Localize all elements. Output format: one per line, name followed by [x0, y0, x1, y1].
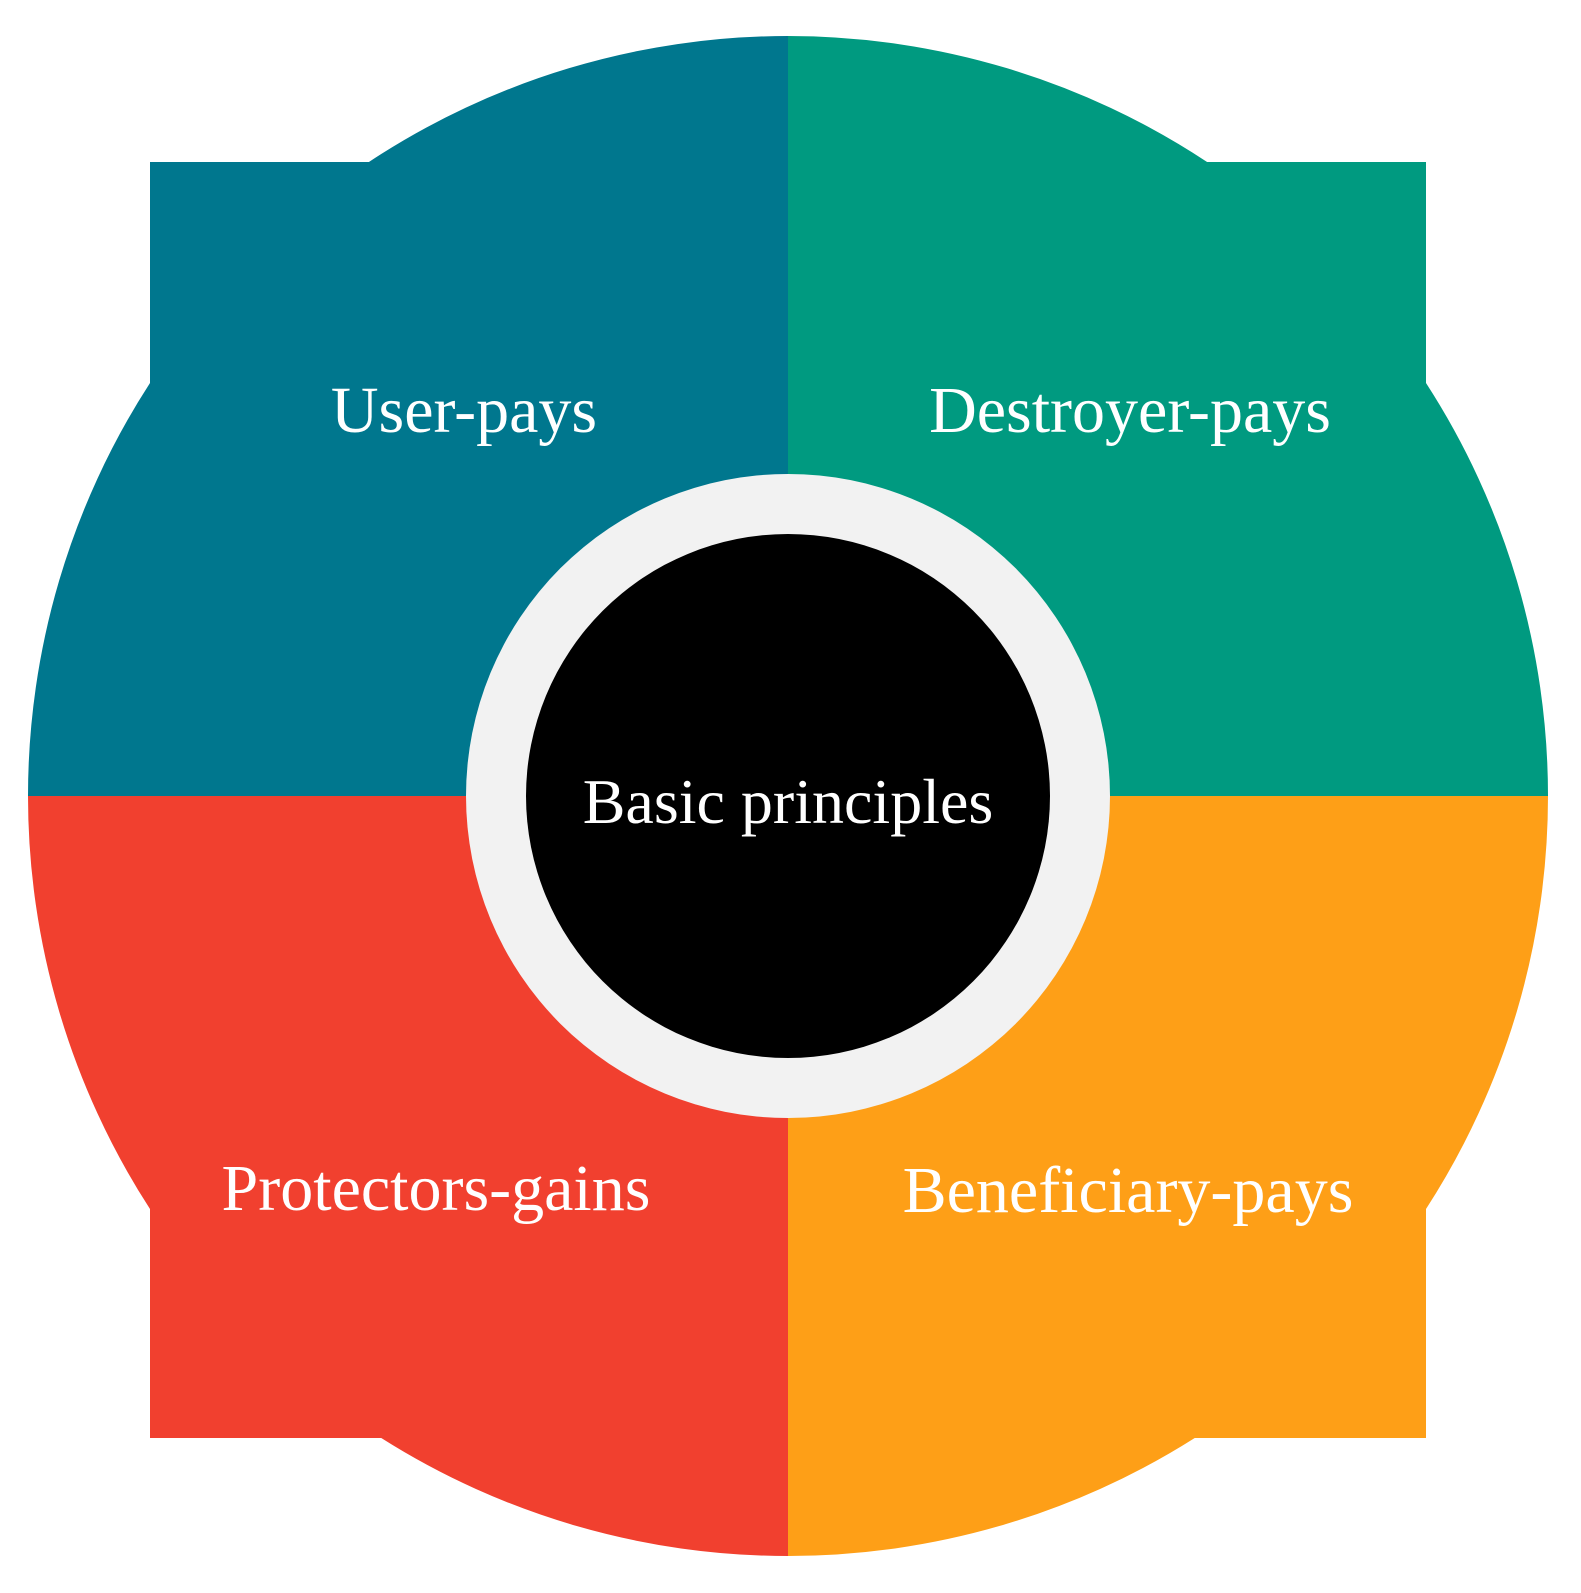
- center-label: Basic principles: [583, 766, 994, 837]
- label-protectors-gains: Protectors-gains: [222, 1152, 651, 1225]
- label-beneficiary-pays: Beneficiary-pays: [903, 1154, 1354, 1227]
- label-destroyer-pays: Destroyer-pays: [929, 374, 1331, 447]
- center-circle: [526, 534, 1050, 1058]
- label-user-pays: User-pays: [331, 374, 597, 447]
